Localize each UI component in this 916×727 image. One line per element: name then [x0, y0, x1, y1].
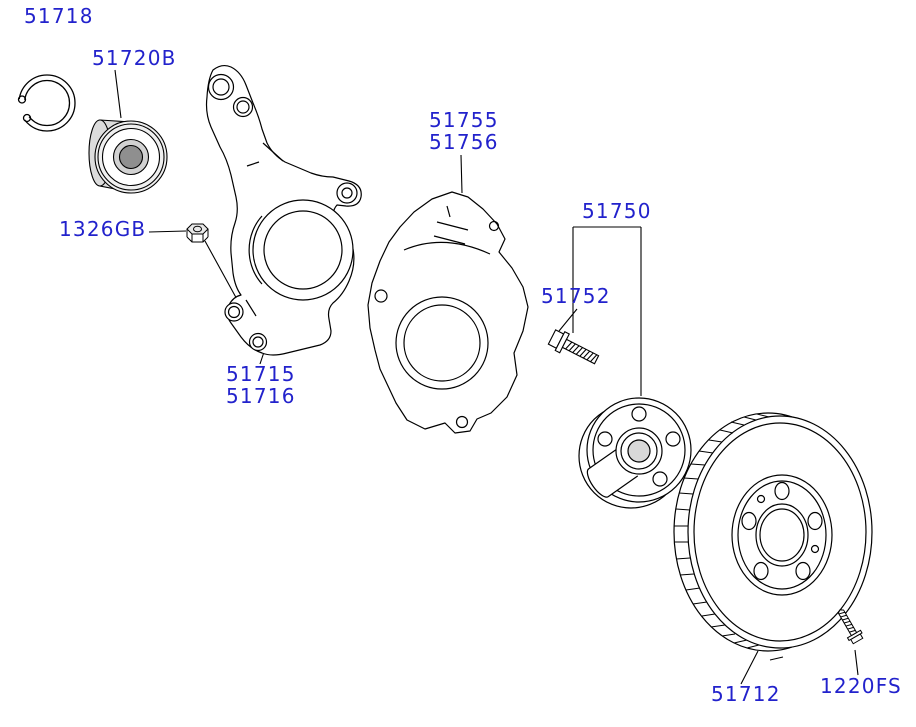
- part-number-dust-cover-b[interactable]: 51756: [429, 130, 499, 154]
- part-number-disc-screw[interactable]: 1220FS: [820, 674, 902, 698]
- part-number-hub-bolt[interactable]: 51752: [541, 284, 611, 308]
- knuckle-drawing: [205, 64, 362, 356]
- part-number-brake-disc[interactable]: 51712: [711, 682, 781, 706]
- part-number-flange-nut[interactable]: 1326GB: [59, 217, 147, 241]
- hub-bolt-drawing: [547, 329, 600, 365]
- snap-ring-drawing: [5, 74, 76, 132]
- part-number-wheel-bearing[interactable]: 51720B: [92, 46, 177, 70]
- brake-disc-drawing: [673, 412, 873, 661]
- disc-screw-drawing: [837, 609, 864, 645]
- dust-cover-drawing: [367, 191, 529, 434]
- leader-lines: [114, 69, 859, 685]
- part-number-hub-assembly[interactable]: 51750: [582, 199, 652, 223]
- wheel-hub-drawing: [578, 397, 692, 509]
- part-number-snap-ring[interactable]: 51718: [24, 4, 94, 28]
- part-number-dust-cover-a[interactable]: 51755: [429, 108, 499, 132]
- part-number-knuckle-b[interactable]: 51716: [226, 384, 296, 408]
- flange-nut-drawing: [186, 223, 209, 243]
- wheel-bearing-drawing: [88, 119, 168, 194]
- group-bracket-51750: [572, 226, 642, 396]
- part-number-knuckle-a[interactable]: 51715: [226, 362, 296, 386]
